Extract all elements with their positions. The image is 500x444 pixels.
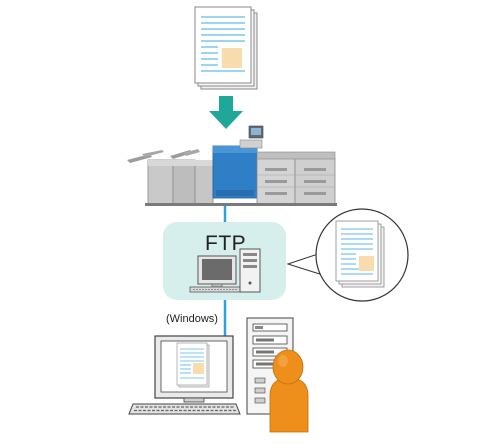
production-printer-icon bbox=[127, 125, 337, 206]
client-os-label: (Windows) bbox=[166, 313, 218, 325]
ftp-server-computer-icon bbox=[189, 248, 261, 293]
client-computer-icon bbox=[128, 317, 294, 415]
user-icon bbox=[269, 349, 309, 433]
zoom-callout-icon bbox=[286, 208, 409, 302]
callout-document-icon bbox=[335, 220, 385, 288]
ftp-server-label: FTP bbox=[205, 232, 247, 255]
down-arrow-icon bbox=[209, 96, 243, 129]
document-icon bbox=[194, 6, 258, 90]
